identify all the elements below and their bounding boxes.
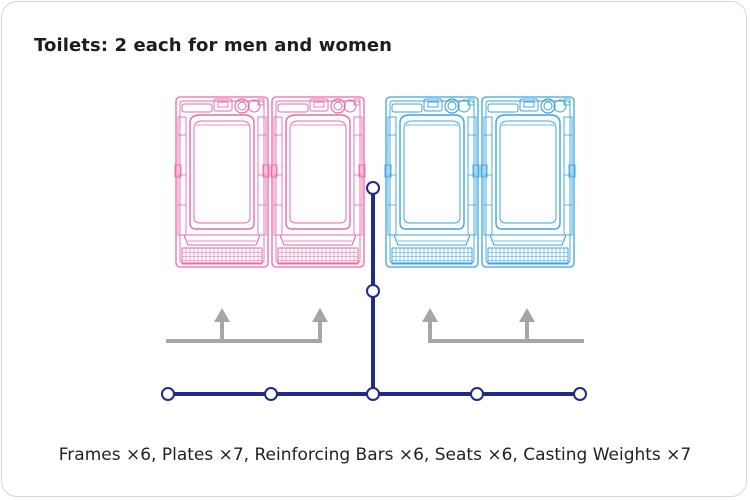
connector-node xyxy=(161,387,175,401)
toilet-icon xyxy=(384,96,480,268)
connector-node xyxy=(366,181,380,195)
right-arrows xyxy=(428,318,584,343)
connector-node xyxy=(264,387,278,401)
connector-node xyxy=(573,387,587,401)
arrow-up-icon xyxy=(519,308,535,322)
connector-node xyxy=(366,284,380,298)
connector-node xyxy=(470,387,484,401)
toilet-icon xyxy=(174,96,270,268)
left-arrows xyxy=(166,318,322,343)
connector-node xyxy=(366,387,380,401)
arrow-up-icon xyxy=(312,308,328,322)
toilet-icon xyxy=(480,96,576,268)
arrow-up-icon xyxy=(214,308,230,322)
diagram-title: Toilets: 2 each for men and women xyxy=(34,35,393,56)
arrow-up-icon xyxy=(422,308,438,322)
parts-caption: Frames ×6, Plates ×7, Reinforcing Bars ×… xyxy=(58,445,692,465)
toilet-icon xyxy=(270,96,366,268)
